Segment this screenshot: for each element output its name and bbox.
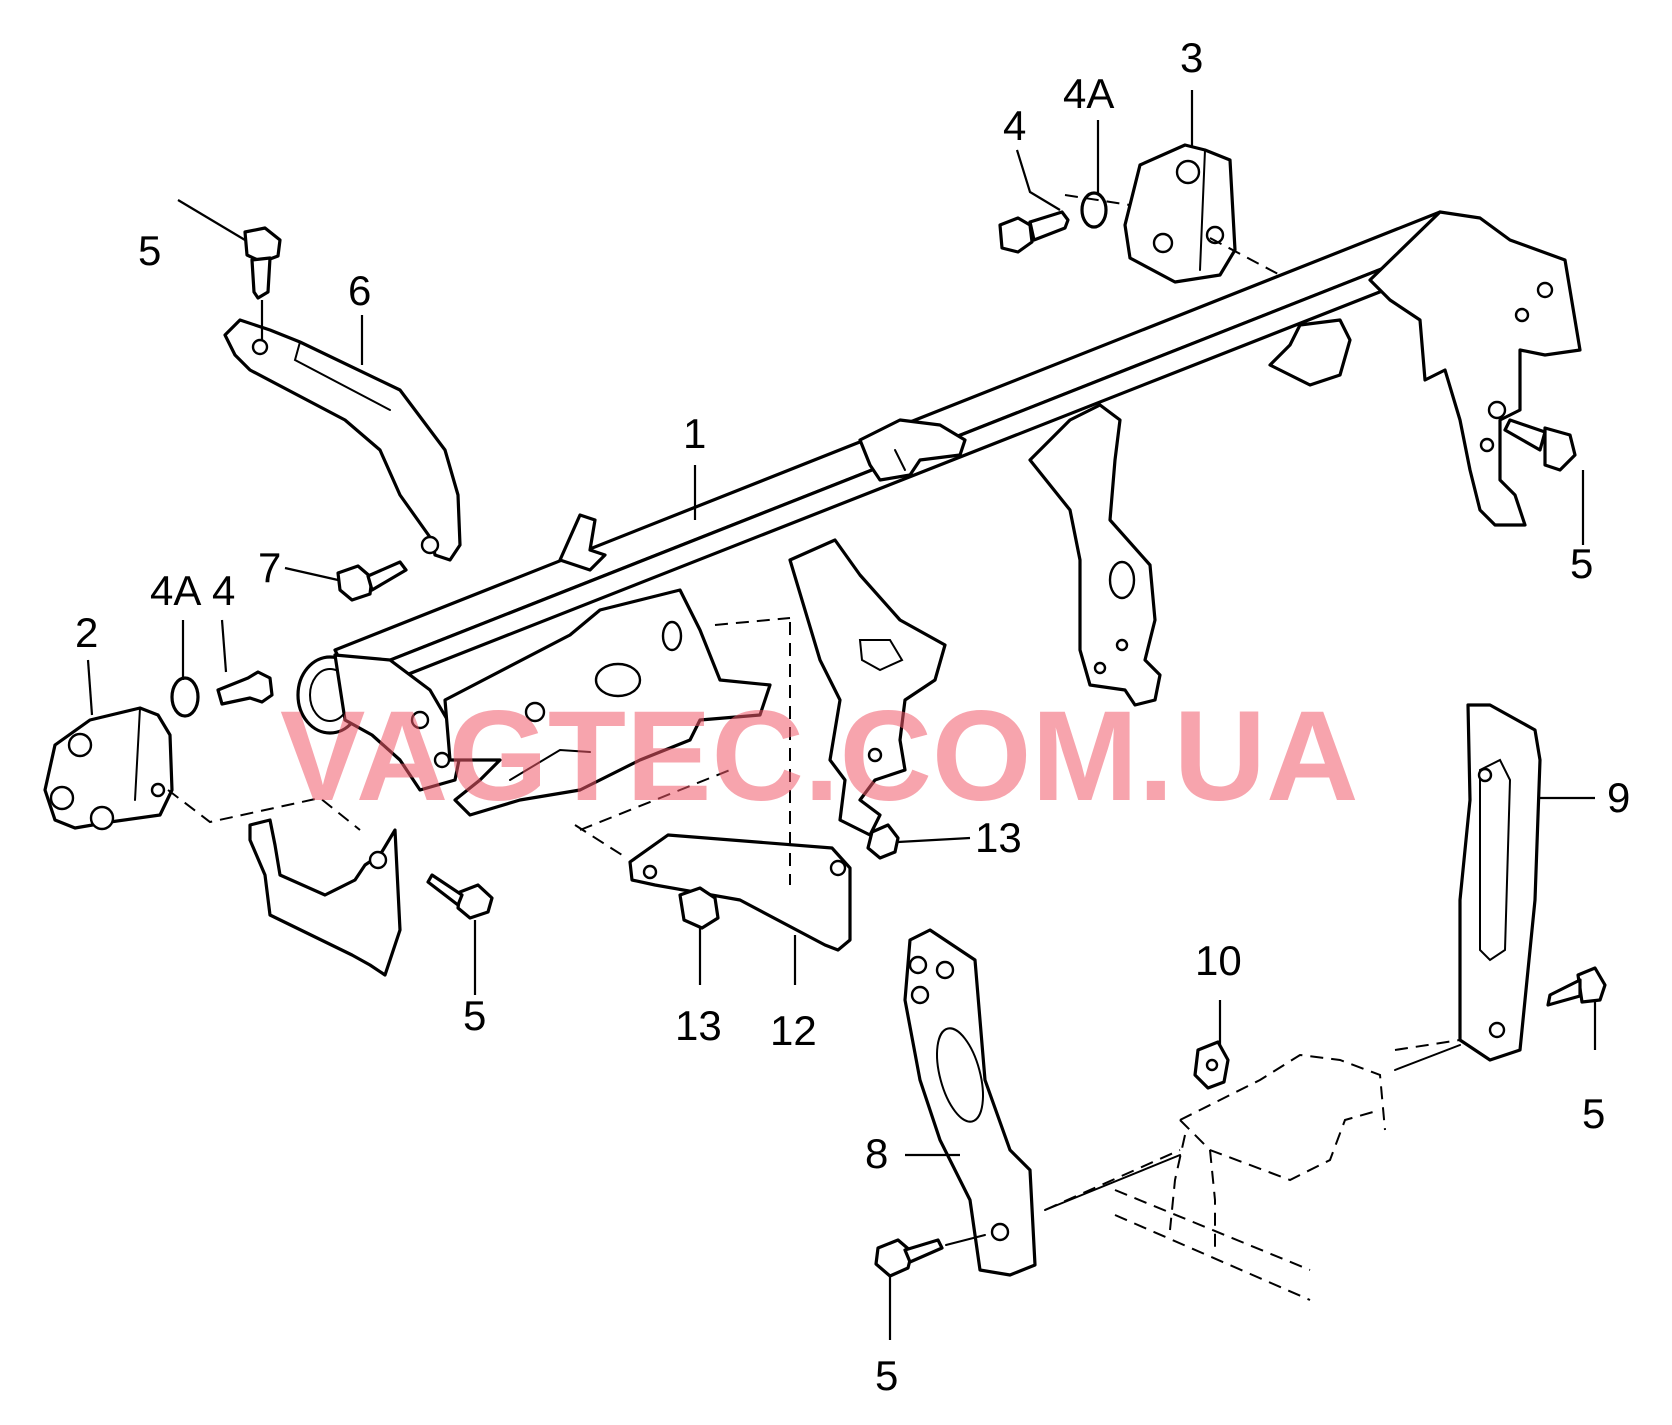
callout-8: 8	[865, 1130, 888, 1177]
part-4-bolt-left	[216, 670, 274, 706]
part-8-bracket	[903, 928, 1037, 1277]
callout-4-left: 4	[212, 567, 235, 614]
callout-5-bottom: 5	[875, 1352, 898, 1399]
callout-4a-left: 4A	[150, 567, 201, 614]
part-5-bolt-top-left	[243, 226, 282, 300]
part-13-nut-right	[866, 823, 900, 860]
part-5-bolt-top-right	[1503, 418, 1577, 472]
callout-13-bottom: 13	[675, 1002, 722, 1049]
callout-4-top: 4	[1003, 102, 1026, 149]
part-13-nut-bottom	[678, 886, 720, 930]
part-5-bolt-left-bottom	[426, 873, 494, 920]
part-4a-washer-left	[170, 676, 200, 718]
callout-6: 6	[348, 267, 371, 314]
callout-5-top-right: 5	[1570, 540, 1593, 587]
callout-10: 10	[1195, 937, 1242, 984]
part-4-bolt-top	[998, 210, 1070, 254]
part-9-bracket	[1458, 703, 1542, 1062]
callout-5-right-bottom: 5	[1582, 1090, 1605, 1137]
callout-9: 9	[1607, 774, 1630, 821]
part-1-cross-car-beam	[296, 210, 1582, 837]
part-2-left-end-mount	[43, 706, 174, 831]
part-6-bracket	[223, 318, 462, 562]
part-7-bolt	[336, 560, 408, 602]
leader-lines	[86, 90, 1597, 1340]
part-12-bracket	[628, 833, 852, 952]
callout-13-right: 13	[975, 814, 1022, 861]
body-reference-dashed	[1114, 1053, 1386, 1301]
callout-1: 1	[683, 410, 706, 457]
lower-left-bracket	[248, 818, 402, 977]
part-3-right-end-mount	[1123, 143, 1237, 284]
part-10-clip-nut	[1193, 1040, 1230, 1090]
part-5-bolt-right-bottom	[1546, 966, 1607, 1007]
callouts: 1 2 3 4 4A 4A 4 5 5 5 5 5 6 7 8 9 10 12 …	[75, 34, 1630, 1399]
callout-5-left-bottom: 5	[463, 992, 486, 1039]
part-4a-washer-top	[1080, 191, 1108, 229]
watermark: VAGTEC.COM.UA	[280, 685, 1359, 828]
callout-12: 12	[770, 1007, 817, 1054]
callout-5-top-left: 5	[138, 227, 161, 274]
part-5-bolt-bottom	[874, 1238, 944, 1278]
callout-7: 7	[258, 544, 281, 591]
callout-4a-top: 4A	[1063, 70, 1114, 117]
callout-3: 3	[1180, 34, 1203, 81]
callout-2: 2	[75, 609, 98, 656]
assembly-lines	[167, 194, 1461, 1246]
